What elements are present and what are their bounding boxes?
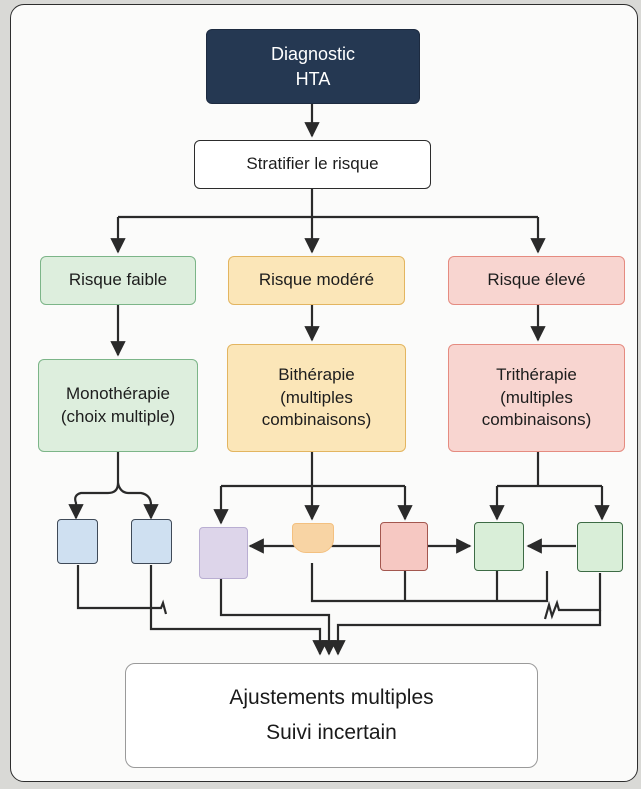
bi-option-red-box xyxy=(380,522,428,571)
final-adjustments-box: Ajustements multiples Suivi incertain xyxy=(125,663,538,768)
risk-low-box: Risque faible xyxy=(40,256,196,305)
diagram-frame: Diagnostic HTA Stratifier le risque Risq… xyxy=(10,4,638,782)
diagnostic-hta-box: Diagnostic HTA xyxy=(206,29,420,104)
bi-option-purple-box xyxy=(199,527,248,579)
stratify-risk-box: Stratifier le risque xyxy=(194,140,431,189)
risk-moderate-box: Risque modéré xyxy=(228,256,405,305)
monotherapy-box: Monothérapie (choix multiple) xyxy=(38,359,198,452)
tri-option-1-box xyxy=(474,522,524,571)
mono-option-1-box xyxy=(57,519,98,564)
connector-lines xyxy=(68,104,610,656)
bitherapy-box: Bithérapie (multiples combinaisons) xyxy=(227,344,406,452)
final-line-1: Ajustements multiples xyxy=(229,685,434,709)
final-line-2: Suivi incertain xyxy=(266,720,397,744)
bi-option-orange-box xyxy=(292,523,334,553)
tritherapy-box: Trithérapie (multiples combinaisons) xyxy=(448,344,625,452)
mono-option-2-box xyxy=(131,519,172,564)
risk-high-box: Risque élevé xyxy=(448,256,625,305)
tri-option-2-box xyxy=(577,522,623,572)
